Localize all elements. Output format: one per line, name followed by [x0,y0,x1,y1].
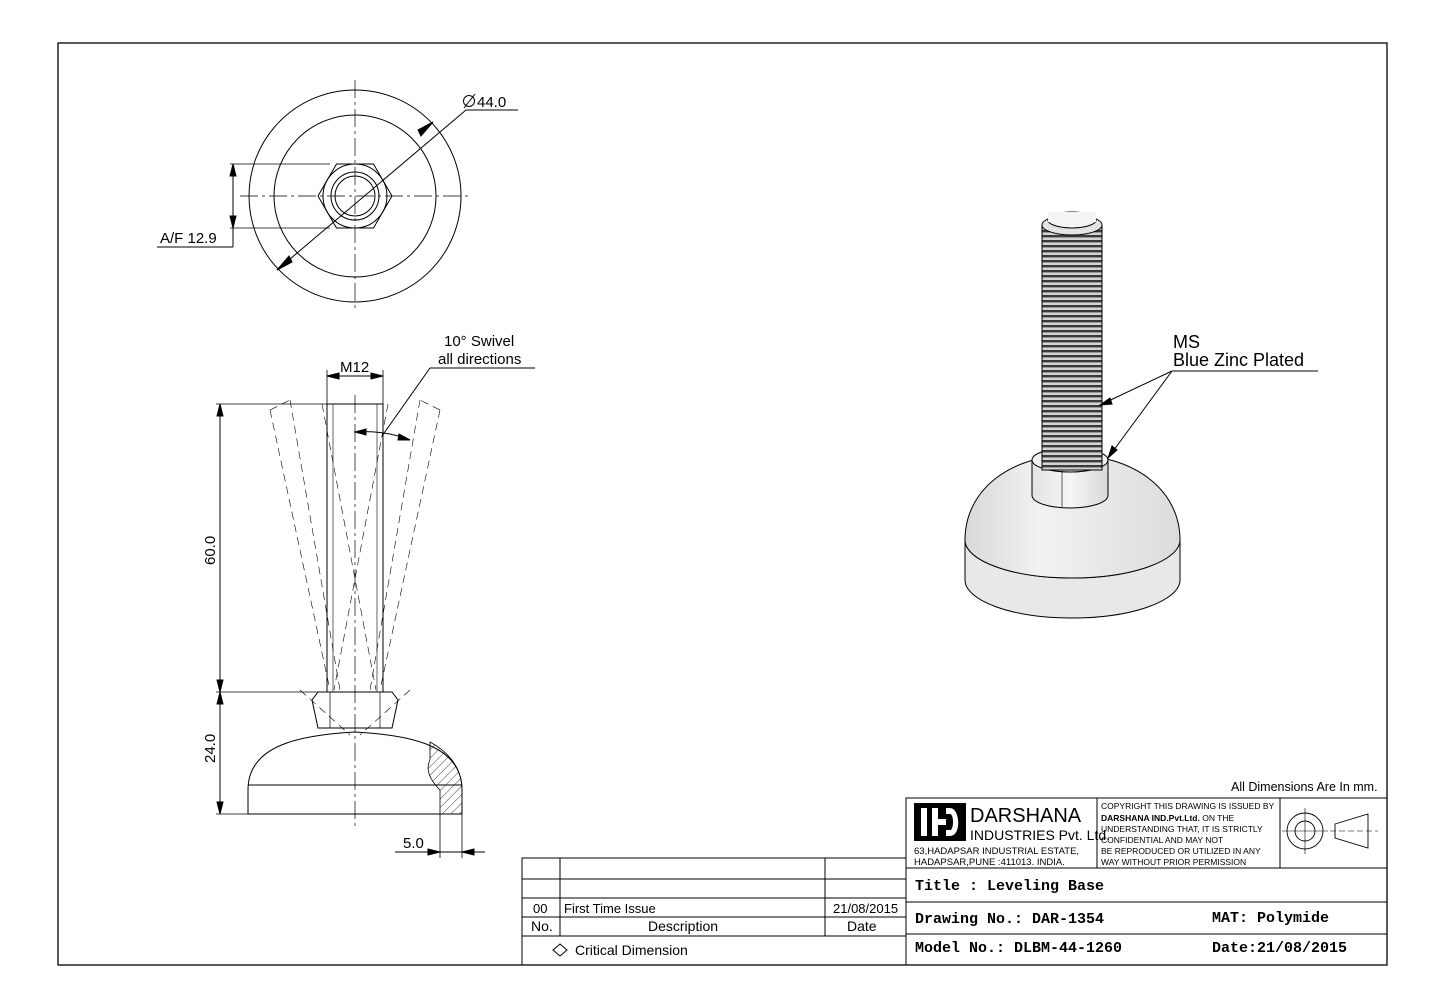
projection-symbol-icon [1282,808,1378,854]
drawing-material: MAT: Polymide [1212,910,1329,927]
copyright-notice: COPYRIGHT THIS DRAWING IS ISSUED BY DARS… [1101,801,1275,867]
drawing-number: Drawing No.: DAR-1354 [915,911,1104,928]
diameter-dim: 44.0 [477,94,506,111]
rim-dim: 5.0 [403,835,424,852]
drawing-title: Title : Leveling Base [915,878,1104,895]
company-subtitle: INDUSTRIES Pvt. Ltd. [970,827,1110,843]
revision-row-date: 21/08/2015 [833,901,898,916]
across-flats-dim: A/F 12.9 [160,230,217,247]
company-address-line2: HADAPSAR,PUNE :411013. INDIA. [914,857,1065,868]
copyright-line4: CONFIDENTIAL AND MAY NOT [1101,835,1223,845]
model-number: Model No.: DLBM-44-1260 [915,940,1122,957]
critical-dimension-diamond-icon [552,943,568,957]
company-address-line1: 63,HADAPSAR INDUSTRIAL ESTATE, [914,846,1079,857]
stud-height-dim: 60.0 [202,536,219,565]
units-note: All Dimensions Are In mm. [1231,780,1378,794]
isometric-view [964,211,1318,619]
top-view [157,80,518,312]
swivel-note-line2: all directions [438,351,521,368]
company-name: DARSHANA [970,805,1082,827]
material-callout-line2: Blue Zinc Plated [1173,350,1304,370]
base-height-dim: 24.0 [202,734,219,763]
revision-row-description: First Time Issue [564,901,656,916]
drawing-date: Date:21/08/2015 [1212,940,1347,957]
thread-dim: M12 [340,359,369,376]
revision-table [521,857,907,966]
copyright-line1: COPYRIGHT THIS DRAWING IS ISSUED BY [1101,801,1275,811]
revision-header-description: Description [648,918,718,934]
copyright-line6: WAY WITHOUT PRIOR PERMISSION [1101,857,1246,867]
company-logo [914,803,966,841]
swivel-note-line1: 10° Swivel [444,333,514,350]
copyright-line3: UNDERSTANDING THAT, IT IS STRICTLY [1101,824,1263,834]
revision-header-no: No. [531,918,553,934]
revision-row-no: 00 [533,901,547,916]
front-view [216,367,535,858]
material-callout-line1: MS [1173,332,1200,352]
title-block [905,797,1388,966]
copyright-line5: BE REPRODUCED OR UTILIZED IN ANY [1101,846,1261,856]
revision-header-date: Date [847,918,877,934]
copyright-line2: DARSHANA IND.Pvt.Ltd. ON THE [1101,813,1235,823]
critical-dimension-legend: Critical Dimension [575,942,688,958]
